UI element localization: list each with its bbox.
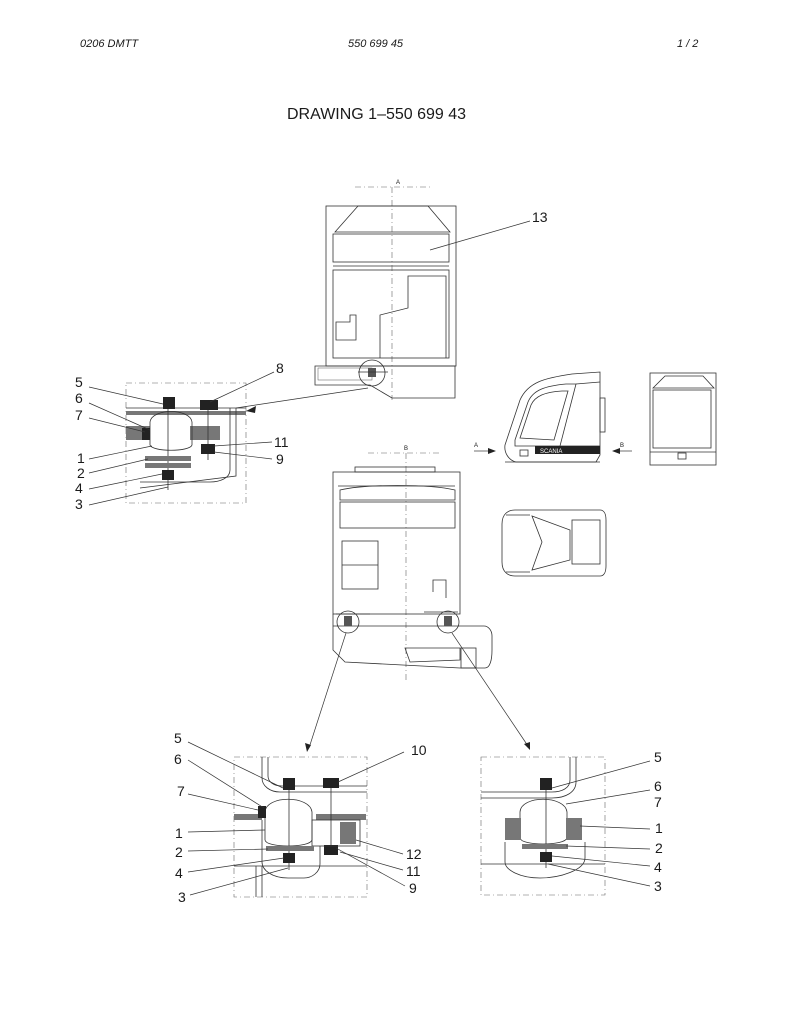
bottom-right-leaders [547, 760, 651, 887]
arrowhead-icon [524, 742, 530, 750]
callout-4: 4 [75, 480, 83, 496]
callout-4: 4 [654, 859, 662, 875]
callout-9: 9 [409, 880, 417, 896]
arrow-label-a: A [474, 443, 478, 449]
callout-1: 1 [77, 450, 85, 466]
callout-9: 9 [276, 451, 284, 467]
cab-side-view: B [332, 446, 493, 680]
header-page-number: 1 / 2 [677, 38, 699, 50]
callout-5: 5 [174, 730, 182, 746]
cab-brand-text: SCANIA [540, 449, 562, 455]
callout-6: 6 [75, 390, 83, 406]
arrowhead-icon [246, 406, 256, 413]
cab-top-view [501, 509, 607, 577]
callout-7: 7 [177, 783, 185, 799]
cab-rear-view [649, 372, 717, 466]
callout-8: 8 [276, 360, 284, 376]
arrow-label-b: B [620, 443, 624, 449]
callout-5: 5 [654, 749, 662, 765]
callout-13-leader [429, 220, 531, 251]
cab-isometric-view: SCANIA [504, 371, 606, 463]
drawing-title: DRAWING 1–550 699 43 [287, 106, 467, 123]
pointer-to-bottom-left [308, 632, 347, 749]
callout-10: 10 [411, 742, 427, 758]
callout-13: 13 [532, 209, 548, 225]
callout-3: 3 [178, 889, 186, 905]
callout-7: 7 [75, 407, 83, 423]
view-label-b: B [404, 446, 408, 452]
bottom-right-detail [480, 756, 606, 896]
callout-6: 6 [174, 751, 182, 767]
left-detail-pointer [235, 387, 369, 409]
callout-6: 6 [654, 778, 662, 794]
bottom-left-detail [233, 756, 368, 898]
view-label-a: A [396, 180, 400, 186]
callout-7: 7 [654, 794, 662, 810]
callout-3: 3 [654, 878, 662, 894]
arrow-b-icon [612, 448, 620, 454]
callout-11: 11 [274, 434, 289, 450]
cab-front-view: A [314, 180, 457, 400]
left-detail-leaders [88, 371, 275, 506]
callout-5: 5 [75, 374, 83, 390]
pointer-to-bottom-right [451, 632, 529, 747]
callout-12: 12 [406, 846, 422, 862]
callout-2: 2 [77, 465, 85, 481]
header-doc-code: 0206 DMTT [80, 38, 139, 50]
callout-2: 2 [175, 844, 183, 860]
arrowhead-icon [305, 743, 311, 752]
callout-3: 3 [75, 496, 83, 512]
callout-2: 2 [655, 840, 663, 856]
callout-1: 1 [175, 825, 183, 841]
callout-11: 11 [406, 863, 421, 879]
callout-1: 1 [655, 820, 663, 836]
arrow-a-icon [488, 448, 496, 454]
bottom-left-leaders [187, 741, 406, 896]
callout-4: 4 [175, 865, 183, 881]
header-part-number: 550 699 45 [348, 38, 404, 50]
left-detail [125, 382, 247, 504]
